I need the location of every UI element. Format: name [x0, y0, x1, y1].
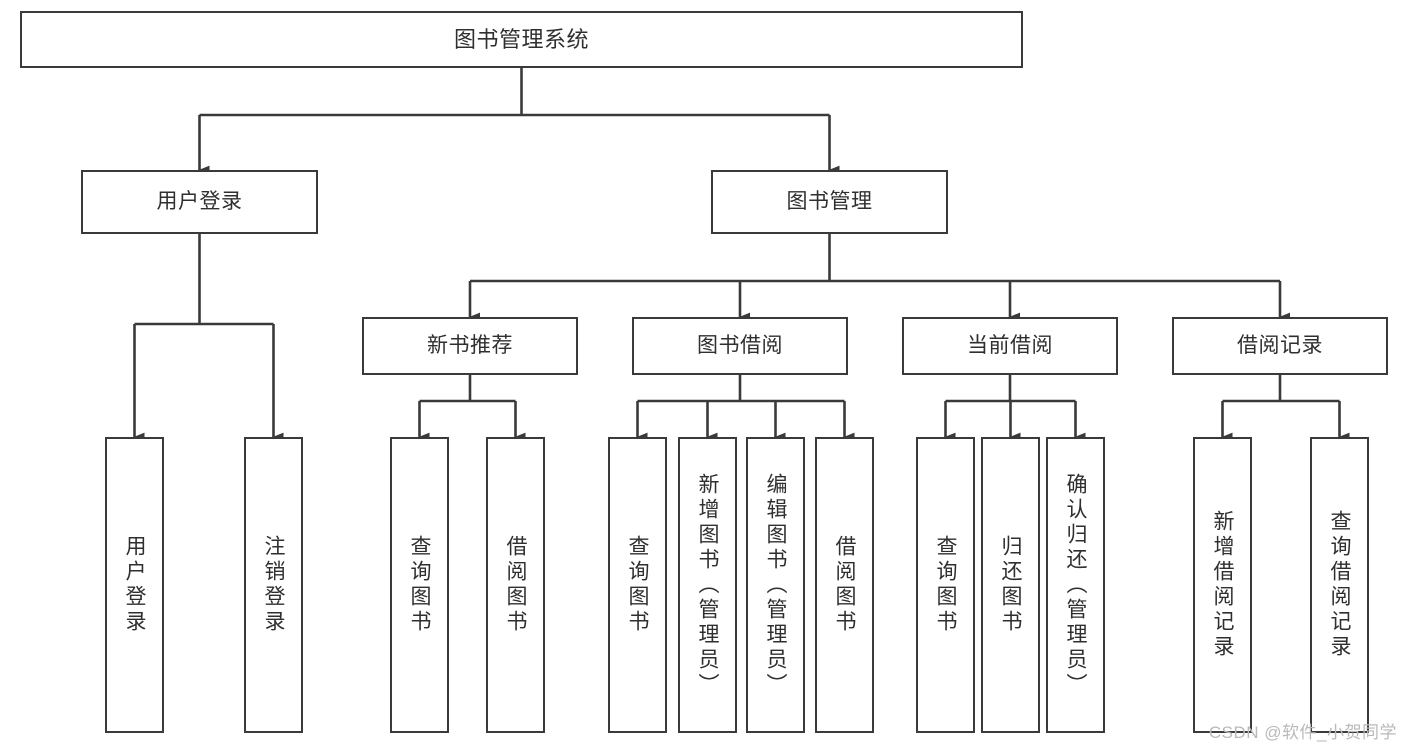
node-leaf-query-record[interactable]: 查询借阅记录: [1310, 437, 1369, 733]
node-label: 图书管理系统: [453, 26, 589, 52]
node-current-borrow[interactable]: 当前借阅: [902, 317, 1118, 375]
node-leaf-return-book[interactable]: 归还图书: [981, 437, 1040, 733]
node-label: 新增图书（管理员）: [696, 472, 720, 698]
node-label: 借阅图书: [833, 535, 857, 635]
node-leaf-edit-book[interactable]: 编辑图书（管理员）: [746, 437, 805, 733]
node-book-manage[interactable]: 图书管理: [711, 170, 948, 234]
node-label: 图书管理: [786, 189, 873, 213]
node-book-borrow[interactable]: 图书借阅: [632, 317, 848, 375]
node-label: 图书借阅: [697, 333, 783, 357]
node-leaf-query-book-cur[interactable]: 查询图书: [916, 437, 975, 733]
node-label: 确认归还（管理员）: [1064, 472, 1088, 698]
node-new-book-recommend[interactable]: 新书推荐: [362, 317, 578, 375]
node-leaf-confirm-return[interactable]: 确认归还（管理员）: [1046, 437, 1105, 733]
node-label: 编辑图书（管理员）: [764, 472, 788, 698]
node-label: 借阅图书: [504, 535, 528, 635]
node-leaf-add-record[interactable]: 新增借阅记录: [1193, 437, 1252, 733]
node-label: 用户登录: [123, 535, 147, 635]
node-label: 查询借阅记录: [1328, 510, 1352, 660]
node-label: 用户登录: [156, 189, 243, 213]
node-label: 当前借阅: [967, 333, 1053, 357]
node-label: 查询图书: [408, 535, 432, 635]
node-leaf-logout[interactable]: 注销登录: [244, 437, 303, 733]
node-label: 新增借阅记录: [1211, 510, 1235, 660]
node-leaf-query-book-rec[interactable]: 查询图书: [390, 437, 449, 733]
node-label: 查询图书: [934, 535, 958, 635]
node-leaf-borrow-book-rec[interactable]: 借阅图书: [486, 437, 545, 733]
node-leaf-borrow-book[interactable]: 借阅图书: [815, 437, 874, 733]
node-leaf-query-book[interactable]: 查询图书: [608, 437, 667, 733]
node-label: 新书推荐: [427, 333, 513, 357]
node-borrow-record[interactable]: 借阅记录: [1172, 317, 1388, 375]
node-label: 借阅记录: [1237, 333, 1323, 357]
node-root[interactable]: 图书管理系统: [20, 11, 1023, 68]
node-label: 注销登录: [262, 535, 286, 635]
node-user-login[interactable]: 用户登录: [81, 170, 318, 234]
node-label: 查询图书: [626, 535, 650, 635]
node-leaf-add-book[interactable]: 新增图书（管理员）: [678, 437, 737, 733]
node-label: 归还图书: [999, 535, 1023, 635]
node-leaf-user-login[interactable]: 用户登录: [105, 437, 164, 733]
